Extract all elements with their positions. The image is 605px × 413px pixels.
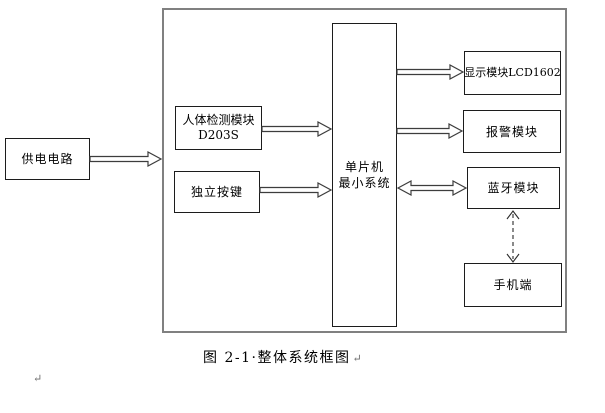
- power-supply-box: 供电电路: [5, 138, 90, 180]
- mcu-label-line1: 单片机: [344, 160, 384, 174]
- figure-caption-text: 图 2-1·整体系统框图: [203, 350, 351, 366]
- empty-paragraph-mark-icon: ↵: [33, 372, 43, 385]
- bluetooth-module-label: 蓝牙模块: [487, 181, 540, 195]
- bluetooth-module-box: 蓝牙模块: [467, 167, 560, 209]
- independent-keys-label: 独立按键: [190, 185, 243, 199]
- lcd-display-label: 显示模块LCD1602: [464, 66, 561, 79]
- power-supply-label: 供电电路: [21, 152, 74, 166]
- lcd-display-module-box: 显示模块LCD1602: [464, 51, 561, 95]
- phone-client-label: 手机端: [493, 278, 533, 292]
- arrow-power-to-system-icon: [89, 150, 163, 168]
- human-detect-label-line1: 人体检测模块: [182, 113, 255, 127]
- alarm-module-box: 报警模块: [463, 110, 561, 153]
- phone-client-box: 手机端: [464, 263, 562, 307]
- figure-caption: 图 2-1·整体系统框图↵: [203, 347, 362, 367]
- human-detect-label-line2: D203S: [198, 128, 239, 142]
- independent-keys-box: 独立按键: [174, 171, 260, 213]
- human-detect-module-box: 人体检测模块 D203S: [175, 106, 262, 150]
- mcu-minimum-system-box: 单片机 最小系统: [332, 23, 397, 327]
- paragraph-mark-icon: ↵: [352, 352, 362, 365]
- mcu-label-line2: 最小系统: [338, 176, 391, 190]
- alarm-module-label: 报警模块: [485, 124, 538, 139]
